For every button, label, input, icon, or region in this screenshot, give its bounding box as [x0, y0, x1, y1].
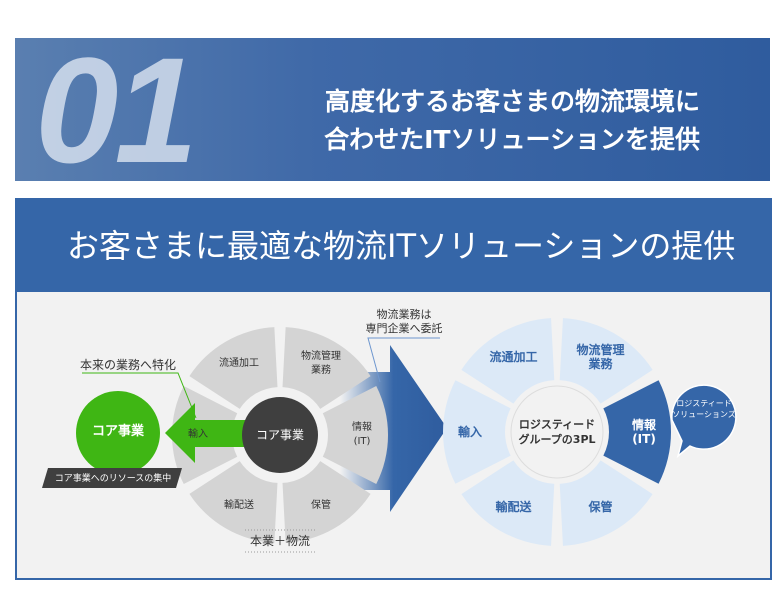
3pl-segment-label: 情報 (IT): [631, 418, 656, 446]
core-segment: [189, 461, 278, 543]
banner-title-line2: 合わせたITソリューションを提供: [324, 125, 700, 154]
outsource-line1: 物流業務は: [376, 308, 432, 321]
section-number: 01: [35, 38, 198, 181]
bubble-line2: ソリューションズ: [672, 410, 736, 419]
core-segment-label: 輸入: [188, 429, 208, 440]
core-segment: [322, 385, 389, 485]
hero-banner: 01 高度化するお客さまの物流環境に 合わせたITソリューションを提供: [15, 38, 770, 181]
3pl-segment-label: 保管: [588, 500, 613, 515]
3pl-segment-label: 流通加工: [489, 349, 538, 364]
bubble-line1: ロジスティード: [676, 399, 732, 408]
3pl-ring: [443, 318, 671, 546]
core-center-label: コア事業: [255, 428, 304, 442]
3pl-segment: [603, 380, 671, 484]
core-center-circle: [242, 397, 318, 473]
resource-banner: [42, 468, 182, 488]
outsource-line2: 専門企業へ委託: [365, 322, 443, 335]
3pl-segment: [443, 380, 511, 484]
3pl-segment: [559, 318, 653, 404]
3pl-segment-label: 輸入: [457, 425, 482, 439]
3pl-segment-label: 輸配送: [495, 500, 532, 515]
resource-label: コア事業へのリソースの集中: [54, 474, 172, 484]
specialize-arrow: [165, 403, 260, 463]
3pl-center-line1: ロジスティード: [518, 418, 596, 431]
core-segment: [189, 327, 278, 409]
core-segment-label: 流通加工: [219, 357, 259, 369]
core-business-circle: [76, 391, 160, 475]
footer-label: 本業＋物流: [249, 534, 310, 548]
specialize-label: 本来の業務へ特化: [80, 358, 177, 372]
core-segment-label: 保管: [311, 500, 331, 511]
solutions-bubble: [671, 384, 737, 459]
3pl-center-circle: [510, 385, 604, 479]
core-segment: [282, 461, 371, 543]
core-segment-label: 情報 (IT): [352, 422, 372, 447]
core-segment-label: 輸配送: [224, 500, 254, 511]
3pl-segment-label: 物流管理 業務: [576, 342, 625, 371]
3pl-segment: [559, 460, 653, 546]
core-segment-label: 物流管理 業務: [301, 350, 341, 376]
3pl-center-line2: グループの3PL: [518, 433, 596, 446]
core-business-label: コア事業: [91, 424, 144, 439]
3pl-segment: [461, 318, 555, 404]
core-segment: [282, 327, 371, 409]
section-title: お客さまに最適な物流ITソリューションの提供: [17, 200, 770, 292]
banner-title-line1: 高度化するお客さまの物流環境に: [324, 87, 700, 116]
specialize-leader-line: [82, 372, 197, 419]
3pl-segment: [461, 460, 555, 546]
